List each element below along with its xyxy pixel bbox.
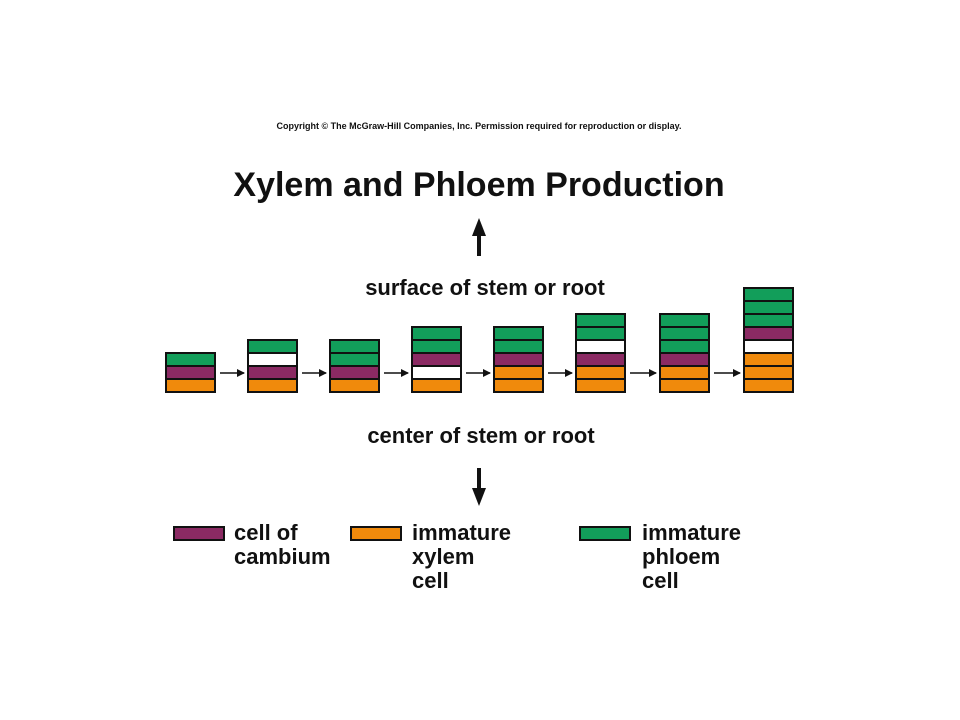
dividing-cell [575,339,626,354]
cell-stages [165,287,794,393]
phloem-cell [493,339,544,354]
phloem-cell [329,352,380,367]
phloem-cell [329,339,380,354]
phloem-cell [659,339,710,354]
xylem-cell [743,352,794,367]
xylem-cell [743,378,794,393]
cambium-cell [575,352,626,367]
xylem-swatch [350,526,402,541]
xylem-cell [247,378,298,393]
xylem-cell [659,378,710,393]
cell-stack-8 [743,287,794,393]
dividing-cell [743,339,794,354]
phloem-cell [575,313,626,328]
xylem-cell [411,378,462,393]
xylem-cell [743,365,794,380]
xylem-cell [575,378,626,393]
down-arrow-icon [472,468,486,506]
cell-stack-7 [659,313,710,393]
legend-phloem-line-2: phloem [642,544,720,569]
center-label: center of stem or root [367,423,595,448]
phloem-cell [493,326,544,341]
cambium-cell [493,352,544,367]
cambium-swatch [173,526,225,541]
cambium-cell [743,326,794,341]
phloem-swatch [579,526,631,541]
legend-phloem-line-1: immature [642,520,741,545]
dividing-cell [247,352,298,367]
cambium-cell [411,352,462,367]
phloem-cell [411,339,462,354]
cell-stack-1 [165,352,216,393]
phloem-cell [659,326,710,341]
cambium-cell [329,365,380,380]
cell-stack-3 [329,339,380,393]
phloem-cell [247,339,298,354]
legend-item-cambium: cell of cambium [173,520,331,569]
legend-item-xylem: immature xylem cell [350,520,511,593]
phloem-cell [165,352,216,367]
legend-cambium-line-1: cell of [234,520,298,545]
phloem-cell [659,313,710,328]
legend-xylem-line-3: cell [412,568,449,593]
phloem-cell [743,313,794,328]
up-arrow-icon [472,218,486,256]
dividing-cell [411,365,462,380]
copyright-notice: Copyright © The McGraw-Hill Companies, I… [276,121,681,131]
phloem-cell [743,300,794,315]
xylem-cell [575,365,626,380]
cell-stack-5 [493,326,544,393]
surface-label: surface of stem or root [365,275,605,300]
legend-cambium-line-2: cambium [234,544,331,569]
page-title: Xylem and Phloem Production [233,166,724,204]
legend-xylem-line-1: immature [412,520,511,545]
cell-stack-2 [247,339,298,393]
cambium-cell [165,365,216,380]
phloem-cell [575,326,626,341]
phloem-cell [411,326,462,341]
legend: cell of cambium immature xylem cell imma… [173,520,741,593]
xylem-cell [165,378,216,393]
cell-stack-6 [575,313,626,393]
cambium-cell [247,365,298,380]
xylem-cell [329,378,380,393]
legend-xylem-line-2: xylem [412,544,474,569]
legend-item-phloem: immature phloem cell [579,520,741,593]
xylem-cell [659,365,710,380]
legend-phloem-line-3: cell [642,568,679,593]
phloem-cell [743,287,794,302]
cambium-cell [659,352,710,367]
xylem-cell [493,365,544,380]
xylem-cell [493,378,544,393]
cell-stack-4 [411,326,462,393]
